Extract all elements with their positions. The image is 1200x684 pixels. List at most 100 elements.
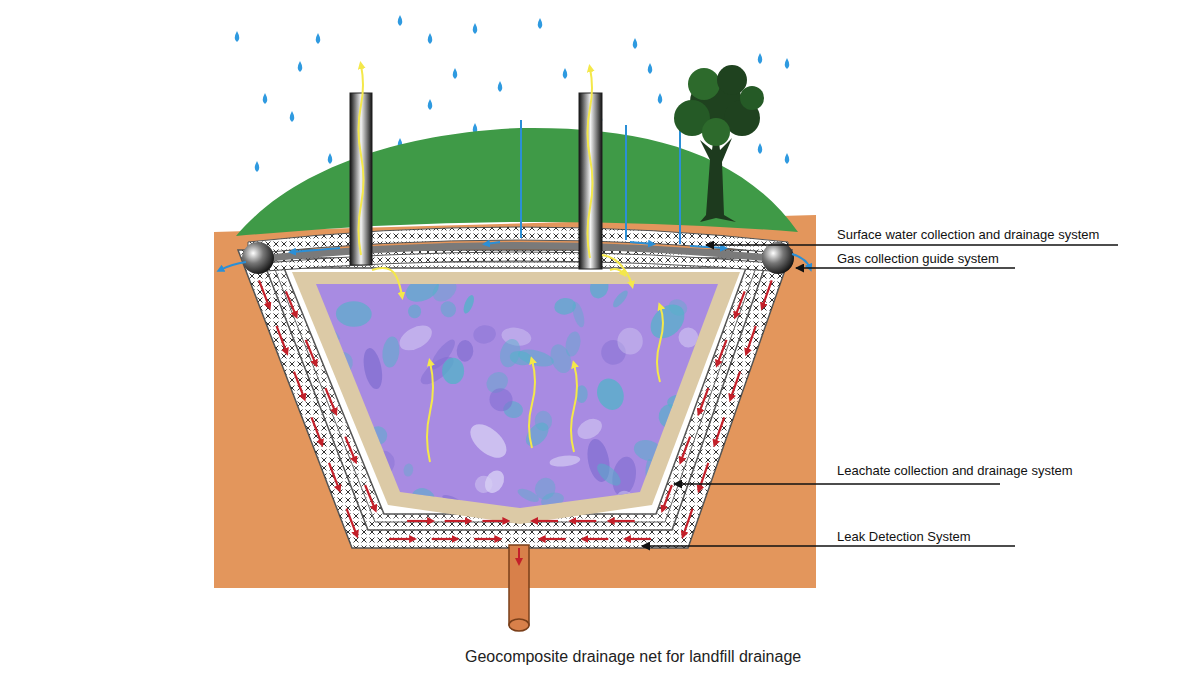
waste-body-part-part (442, 358, 464, 384)
leachate-arrows-part (683, 509, 692, 535)
waste-body-part-part (473, 473, 495, 495)
leachate-arrows-part (347, 509, 357, 535)
waste-body-part-part (645, 459, 655, 487)
leachate-arrows-part (534, 520, 558, 522)
callout-label: Gas collection guide system (837, 251, 999, 266)
leachate-arrows-part (277, 326, 287, 352)
waste-body-part-part (631, 437, 664, 464)
leachate-arrows-part (286, 291, 296, 315)
surface-water-flow-part (792, 254, 810, 268)
leachate-arrows-part (663, 485, 672, 509)
waste-body-part-part (549, 454, 581, 468)
waste-body-part-part (304, 307, 343, 342)
leader-lines-part (642, 545, 1015, 546)
gas-pipes (350, 93, 602, 269)
ground (214, 215, 816, 588)
liner-layers-part (262, 258, 768, 530)
gas-arrows-part (657, 306, 663, 382)
waste-body-part-part (464, 418, 512, 464)
waste-body-part-part (547, 341, 575, 376)
rain-drops-part (658, 93, 663, 104)
rain-drops-part (648, 63, 653, 74)
leachate-outlet-pipe-part (509, 545, 529, 625)
leachate-arrows-part (326, 388, 336, 412)
collector-spheres (242, 242, 794, 274)
cover-layers-part (252, 252, 784, 272)
waste-body-part-part (617, 328, 643, 355)
leachate-arrows-part (389, 538, 413, 540)
waste-body-part-part (485, 383, 518, 416)
leachate-arrows-part (329, 463, 339, 489)
rain-drops-part (758, 143, 763, 154)
waste-body-part-part (395, 320, 436, 355)
figure-caption: Geocomposite drainage net for landfill d… (465, 647, 801, 666)
surface-water-flow-part (679, 128, 681, 244)
waste-body-part-part (668, 414, 694, 457)
surface-water-flow-part (630, 242, 652, 244)
leachate-arrows-part (445, 520, 469, 522)
rain-drops-part (453, 68, 458, 79)
waste-body-part-part (314, 344, 338, 369)
leachate-arrows-part (474, 538, 498, 540)
surface-water-flow-part (486, 242, 500, 244)
waste-body-part-part (594, 460, 625, 490)
leachate-arrows-part (259, 280, 269, 306)
leader-lines-part (674, 483, 1000, 484)
leachate-outlet-pipe-part (509, 619, 529, 631)
callout-label: Leachate collection and drainage system (837, 463, 1073, 478)
leachate-arrows-part (365, 485, 375, 509)
waste-body-part-part (553, 297, 577, 316)
waste-body-part-part (677, 485, 710, 517)
waste-body-part-part (372, 449, 396, 475)
callout-label: Leak Detection System (837, 529, 971, 544)
rain-drops-part (785, 153, 790, 164)
waste-body-part-part (368, 426, 388, 446)
leachate-arrows-part (611, 520, 635, 522)
waste-body-part-part (340, 471, 360, 495)
rain-drops-part (290, 111, 295, 122)
waste-body-part-part (361, 347, 386, 391)
gas-pipes-part (579, 93, 602, 269)
rain-drops-part (498, 81, 503, 92)
waste-body-part-part (667, 394, 693, 410)
gas-arrows-part (588, 68, 593, 258)
rain-drops-part (263, 93, 268, 104)
liner-layers-part (238, 250, 792, 548)
surface-water-flow-part (520, 120, 522, 238)
waste-body-part-part (336, 301, 372, 327)
leachate-arrows-part (699, 463, 708, 490)
drainage-layer (292, 272, 740, 524)
gas-arrows-part (427, 362, 433, 462)
leachate-arrows-part (584, 538, 608, 540)
surface-water-flow-part (220, 262, 246, 270)
waste-body-part-part (611, 288, 631, 309)
surface-water-flow-part (292, 248, 340, 252)
leachate-arrows-part (731, 372, 740, 399)
waste-body-part-part (574, 415, 605, 443)
leachate-arrows-part (482, 520, 506, 522)
rain-drops-part (328, 153, 333, 164)
gas-arrows (359, 65, 664, 462)
callout-label: Surface water collection and drainage sy… (837, 227, 1099, 242)
tree-part (740, 86, 764, 110)
waste-body-part-part (311, 388, 344, 432)
leachate-arrows-part (717, 340, 726, 364)
rain-drops-part (298, 61, 303, 72)
waste-body-part-part (407, 304, 422, 319)
waste-body-part-part (700, 377, 729, 396)
rain-drops-part (255, 161, 260, 172)
waste-body-part-part (428, 275, 460, 306)
collector-spheres-part (762, 242, 794, 274)
ground-part (214, 215, 816, 588)
leachate-arrows-part (699, 388, 708, 412)
waste-body-part-part (588, 274, 611, 300)
leachate-arrows-part (294, 372, 304, 398)
leachate-arrows-part (747, 326, 756, 353)
leachate-arrows-part (407, 520, 431, 522)
leachate-arrows-part (715, 417, 724, 443)
waste-body (302, 273, 728, 518)
leachate-arrows-part (306, 340, 316, 364)
waste-body-part-part (456, 340, 473, 362)
gas-arrows-part (571, 364, 577, 452)
waste-body-part-part (440, 492, 470, 514)
